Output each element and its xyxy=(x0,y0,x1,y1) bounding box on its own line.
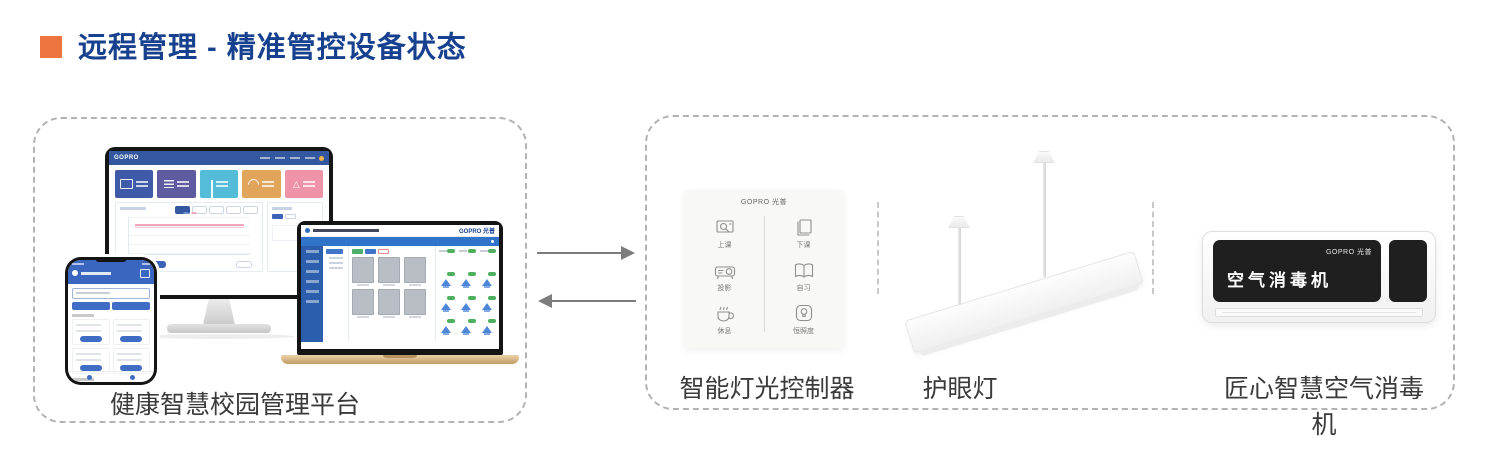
phone-search-input xyxy=(72,288,150,299)
laptop-sidebar xyxy=(301,246,323,342)
phone-device-card xyxy=(72,348,110,374)
devices-group-box: GOPRO 光普 上课 xyxy=(645,115,1455,439)
app-logo-icon xyxy=(305,228,310,233)
rest-icon xyxy=(716,307,734,322)
chart-legend xyxy=(183,212,196,214)
phone-device-card xyxy=(72,319,110,345)
lamp-rod xyxy=(958,227,961,307)
arrow-left-icon xyxy=(538,294,636,308)
dashboard-header: GOPRO xyxy=(109,151,329,165)
phone-screen xyxy=(68,260,154,382)
stat-card-screen xyxy=(115,170,154,198)
chart-series-line xyxy=(135,224,244,228)
air-disinfector: GOPRO 光普 空气消毒机 xyxy=(1202,231,1436,323)
phone-avatar xyxy=(72,270,78,276)
laptop-titlebar: GOPRO 光普 xyxy=(301,225,499,237)
self-study-icon xyxy=(794,263,813,278)
stat-card-alert: △ xyxy=(284,170,324,198)
classroom-tiles xyxy=(352,257,432,318)
chart-filter-pills xyxy=(175,206,258,214)
phone-app-header xyxy=(68,260,154,284)
controller-buttons: 上课 下课 xyxy=(685,212,843,342)
desktop-monitor: GOPRO △ xyxy=(105,147,333,299)
phone-device-card xyxy=(112,319,150,345)
eye-protection-lamp-panel xyxy=(904,250,1144,357)
controller-button-class-start: 上课 xyxy=(685,212,764,255)
air-disinfector-label: 空气消毒机 xyxy=(1227,271,1332,290)
laptop: GOPRO 光普 xyxy=(297,221,503,355)
laptop-app-header xyxy=(301,237,499,246)
laptop-brand-logo: GOPRO 光普 xyxy=(458,229,495,235)
phone-tab-buttons xyxy=(72,302,150,310)
laptop-filter-pills xyxy=(352,249,432,254)
screen-icon xyxy=(120,179,134,189)
controller-divider xyxy=(764,216,765,332)
monitor-stand-neck xyxy=(203,299,235,325)
bar-chart-icon xyxy=(210,179,213,198)
device-toggle-grid xyxy=(435,246,499,342)
laptop-app-body xyxy=(301,246,499,342)
air-disinfector-caption: 匠心智慧空气消毒机 xyxy=(1224,375,1425,439)
lamp-rod xyxy=(1043,162,1046,277)
constant-illuminance-icon xyxy=(795,305,812,322)
controller-button-class-end: 下课 xyxy=(764,212,843,255)
eye-lamp-caption: 护眼灯 xyxy=(922,375,998,403)
smartphone xyxy=(65,257,157,385)
dashboard-nav xyxy=(260,157,315,159)
phone-section-label xyxy=(72,378,94,381)
monitor-shadow xyxy=(143,334,295,339)
class-end-icon xyxy=(796,219,812,236)
alert-triangle-icon: △ xyxy=(292,178,300,189)
lamp-ceiling-mount xyxy=(1033,151,1055,163)
projector-icon xyxy=(714,266,735,280)
controller-button-rest: 休息 xyxy=(685,299,764,342)
air-disinfector-vent xyxy=(1215,308,1423,317)
lamp-ceiling-mount xyxy=(948,216,970,228)
platform-caption: 健康智慧校园管理平台 xyxy=(109,391,360,419)
phone-bottom-nav xyxy=(68,371,154,382)
laptop-classroom-panel xyxy=(349,246,435,342)
air-disinfector-brand-logo: GOPRO 光普 xyxy=(1325,249,1372,256)
dashboard-line-chart xyxy=(115,202,263,272)
phone-notch xyxy=(95,257,127,262)
laptop-screen: GOPRO 光普 xyxy=(301,225,499,349)
monitor-brand-logo: GOPRO xyxy=(114,155,139,161)
list-icon xyxy=(164,180,175,188)
stat-card-wifi xyxy=(242,170,281,198)
section-divider xyxy=(877,202,879,294)
phone-device-cards xyxy=(72,319,150,374)
phone-section-label xyxy=(72,314,94,317)
controller-button-constant-illuminance: 恒照度 xyxy=(764,299,843,342)
controller-button-projector: 投影 xyxy=(685,255,764,298)
stat-card-list xyxy=(157,170,196,198)
avatar xyxy=(319,155,324,161)
air-disinfector-side-panel xyxy=(1389,240,1427,302)
monitor-screen: GOPRO △ xyxy=(109,151,329,295)
phone-scan-icon xyxy=(140,269,150,278)
chart-plot-area xyxy=(128,212,250,255)
controller-brand-logo: GOPRO 光普 xyxy=(740,199,787,206)
light-controller-caption: 智能灯光控制器 xyxy=(679,375,855,403)
light-controller-panel: GOPRO 光普 上课 xyxy=(685,190,843,348)
chart-secondary-button xyxy=(236,261,252,268)
controller-button-self-study: 自习 xyxy=(764,255,843,298)
class-start-icon xyxy=(715,220,734,233)
laptop-base xyxy=(281,355,519,364)
laptop-tree-panel xyxy=(323,246,349,342)
arrow-right-icon xyxy=(537,246,635,260)
dashboard-stat-cards: △ xyxy=(109,165,329,202)
air-disinfector-display: GOPRO 光普 空气消毒机 xyxy=(1213,240,1381,302)
stat-card-chart xyxy=(199,170,239,198)
monitor-stand-base xyxy=(167,324,271,333)
app-title-placeholder xyxy=(313,229,379,232)
wifi-icon xyxy=(246,176,262,192)
section-divider xyxy=(1152,202,1154,294)
page-title: 远程管理 - 精准管控设备状态 xyxy=(78,32,467,64)
phone-device-card xyxy=(112,348,150,374)
title-bullet-square xyxy=(40,36,62,58)
platform-group-box: GOPRO △ xyxy=(33,117,527,423)
